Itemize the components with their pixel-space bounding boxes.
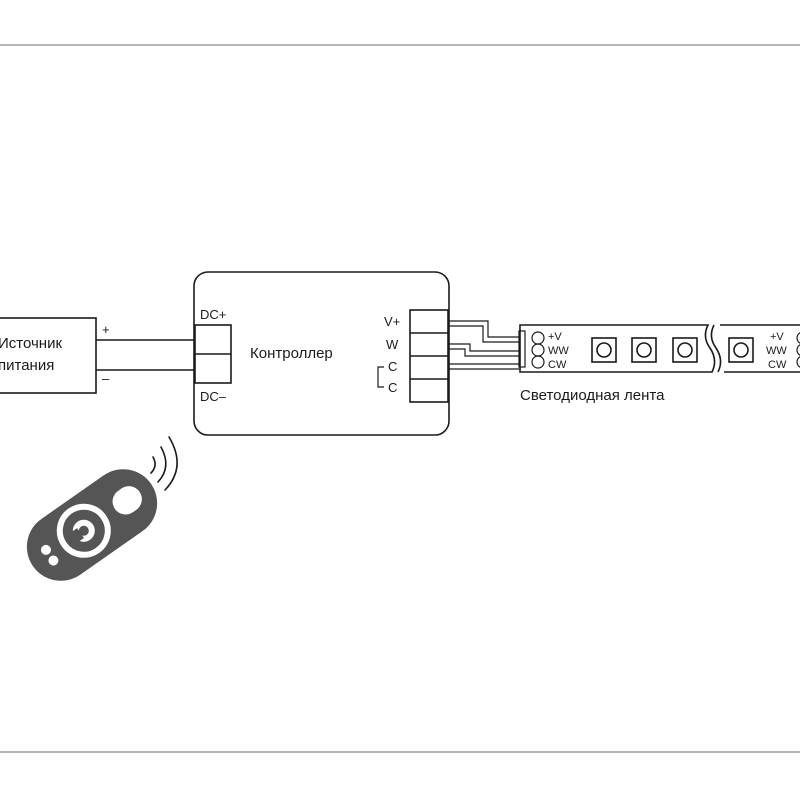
- power-supply: Источник питания + –: [0, 317, 110, 394]
- power-minus-label: –: [102, 371, 110, 386]
- power-wires: [96, 339, 195, 371]
- strip2-pin-ww: WW: [766, 345, 787, 357]
- led-chip: [672, 337, 698, 363]
- power-plus-label: +: [102, 322, 110, 337]
- strip-pin-v: +V: [548, 331, 562, 343]
- controller-dc-minus-label: DC–: [200, 389, 227, 404]
- strip-pin-ww: WW: [548, 345, 569, 357]
- remote-control-icon: [26, 469, 158, 581]
- signal-waves-icon: [150, 436, 178, 491]
- controller-pin-c1: C: [388, 359, 397, 374]
- led-strip: +V WW CW +V WW CW Светодиодная лента: [518, 324, 800, 404]
- power-supply-label-line2: питания: [0, 357, 54, 374]
- common-bracket: [377, 366, 384, 388]
- strip2-pin-v: +V: [770, 331, 784, 343]
- power-supply-label-line1: Источник: [0, 335, 62, 352]
- strip-wires: [449, 320, 519, 370]
- led-chip: [631, 337, 657, 363]
- led-chip: [591, 337, 617, 363]
- strip-pin-cw: CW: [548, 359, 567, 371]
- controller-pin-w: W: [386, 337, 399, 352]
- led-chip: [728, 337, 754, 363]
- led-strip-label: Светодиодная лента: [520, 387, 665, 404]
- controller-pin-vplus: V+: [384, 314, 400, 329]
- strip2-pin-cw: CW: [768, 359, 787, 371]
- controller-title: Контроллер: [250, 345, 333, 362]
- controller: DC+ DC– Контроллер V+ W C C: [193, 271, 450, 436]
- controller-dc-plus-label: DC+: [200, 307, 226, 322]
- controller-pin-c2: C: [388, 380, 397, 395]
